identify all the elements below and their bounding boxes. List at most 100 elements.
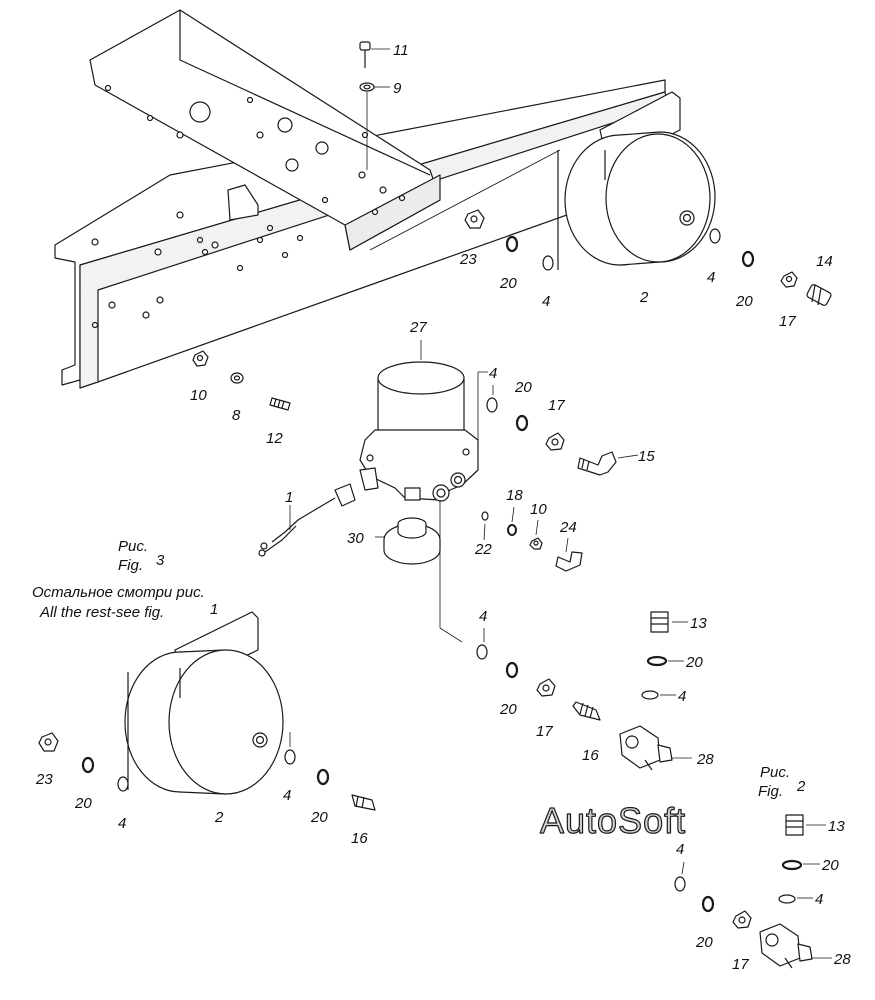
callout-2-bottom: 2 <box>214 809 224 826</box>
callout-17: 17 <box>779 313 796 330</box>
rest-ru: Остальное смотри рис. <box>32 584 205 601</box>
callout-12: 12 <box>266 430 283 447</box>
air-receiver-bottom <box>124 611 284 795</box>
callout-17-center: 17 <box>536 723 553 740</box>
fig3-en: Fig. <box>118 557 143 574</box>
callout-20-c: 20 <box>695 934 713 951</box>
callout-labels: 11 9 23 20 4 2 4 20 17 14 27 10 8 12 4 2… <box>35 42 851 973</box>
part-12-stud <box>269 397 291 411</box>
callout-4-right: 4 <box>707 269 715 286</box>
callout-20-b: 20 <box>821 857 839 874</box>
part-23-plug-bottom <box>38 732 59 752</box>
part-20-washer <box>505 235 519 253</box>
part-20-washer-center <box>505 661 519 679</box>
part-9-washer <box>359 82 375 92</box>
part-13-plug-a <box>650 611 669 633</box>
air-receiver-top <box>557 91 716 270</box>
part-4-ring <box>542 255 554 271</box>
part-4-ring-b <box>778 894 796 904</box>
callout-30: 30 <box>347 530 364 547</box>
callout-13-b: 13 <box>828 818 845 835</box>
callout-24: 24 <box>559 519 577 536</box>
part-10-nut-left <box>192 350 209 367</box>
callout-4-dryer: 4 <box>489 365 497 382</box>
part-11-screw <box>359 41 371 68</box>
part-17-nut-center <box>536 678 556 697</box>
part-30-heater <box>383 517 441 565</box>
rest-num: 1 <box>210 601 218 618</box>
part-20-washer-right <box>741 250 755 268</box>
part-20-washer-c <box>701 895 715 913</box>
part-23-plug-top <box>464 209 485 229</box>
part-17-nut <box>780 271 798 288</box>
part-20-washer-bl <box>81 756 95 774</box>
callout-4-br: 4 <box>283 787 291 804</box>
part-16-fitting-center <box>572 701 601 721</box>
callout-10-center: 10 <box>530 501 547 518</box>
part-22-seal <box>481 511 489 521</box>
fig3-ru: Рис. <box>118 538 148 555</box>
part-20-washer-br <box>316 768 330 786</box>
callout-17-c: 17 <box>732 956 749 973</box>
part-20-washer-dryer <box>515 414 529 432</box>
callout-4-center: 4 <box>479 608 487 625</box>
callout-23-top: 23 <box>459 251 477 268</box>
callout-11: 11 <box>393 42 409 59</box>
part-15-elbow <box>577 451 617 476</box>
callout-20-bl: 20 <box>74 795 92 812</box>
part-14-fitting <box>806 284 832 306</box>
part-10-nut-center <box>529 537 543 550</box>
callout-10-left: 10 <box>190 387 207 404</box>
callout-20-dryer: 20 <box>514 379 532 396</box>
callout-20: 20 <box>499 275 517 292</box>
callout-20-right: 20 <box>735 293 753 310</box>
part-13-plug-b <box>785 814 804 836</box>
part-4-ring-a <box>641 690 659 700</box>
callout-8: 8 <box>232 407 241 424</box>
cross-member <box>89 9 441 251</box>
part-18-ring <box>507 524 517 536</box>
part-4-ring-br <box>284 749 296 765</box>
figure-notes: Рис. Fig. 3 Остальное смотри рис. All th… <box>32 538 806 800</box>
callout-13-a: 13 <box>690 615 707 632</box>
part-4-ring-bl <box>117 776 129 792</box>
callout-16-bottom: 16 <box>351 830 368 847</box>
fig3-num: 3 <box>156 552 165 569</box>
callout-9: 9 <box>393 80 402 97</box>
fig2-num: 2 <box>796 778 806 795</box>
callout-16-center: 16 <box>582 747 599 764</box>
callout-18: 18 <box>506 487 523 504</box>
fig2-ru: Рис. <box>760 764 790 781</box>
callout-22: 22 <box>474 541 492 558</box>
callout-4: 4 <box>542 293 550 310</box>
part-28-valve-a <box>619 725 673 771</box>
callout-23-bottom: 23 <box>35 771 53 788</box>
callout-15: 15 <box>638 448 655 465</box>
callout-20-br: 20 <box>310 809 328 826</box>
callout-4-bl: 4 <box>118 815 126 832</box>
callout-4-a: 4 <box>678 688 686 705</box>
part-4-ring-dryer <box>486 397 498 413</box>
callout-14: 14 <box>816 253 833 270</box>
part-4-ring-c <box>674 876 686 892</box>
part-17-nut-c <box>732 910 752 929</box>
part-20-washer-b <box>781 859 803 871</box>
callout-28-b: 28 <box>833 951 851 968</box>
callout-4-c: 4 <box>676 841 684 858</box>
callout-17-dryer: 17 <box>548 397 565 414</box>
part-8-washer <box>230 372 244 384</box>
part-4-ring-center <box>476 644 488 660</box>
part-1-harness <box>258 483 356 557</box>
callout-20-center: 20 <box>499 701 517 718</box>
callout-20-a: 20 <box>685 654 703 671</box>
part-17-nut-dryer <box>545 432 565 451</box>
callout-2-top: 2 <box>639 289 649 306</box>
watermark: AutoSoft <box>540 800 686 841</box>
fig2-en: Fig. <box>758 783 783 800</box>
part-24-elbow <box>555 551 583 572</box>
part-16-fitting-bottom <box>351 794 376 811</box>
callout-27: 27 <box>409 319 427 336</box>
callout-28-a: 28 <box>696 751 714 768</box>
air-dryer-27 <box>359 361 488 502</box>
